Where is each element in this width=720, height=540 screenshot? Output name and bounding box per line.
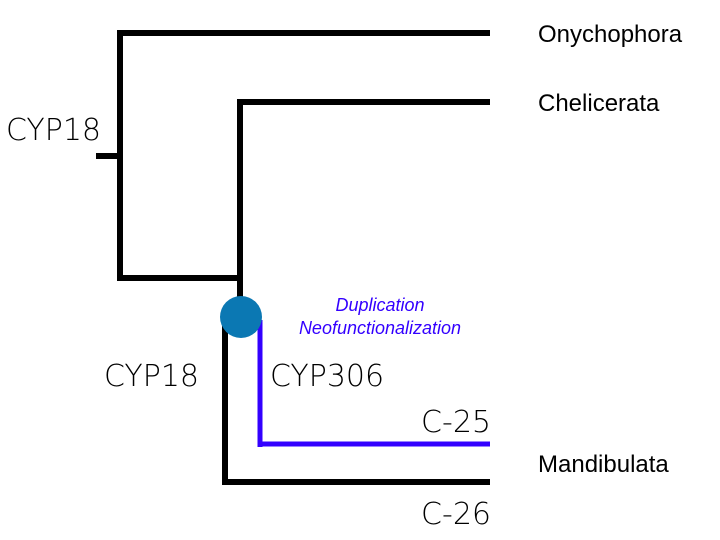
duplication-node: [220, 296, 262, 338]
gene-label-cyp306: CYP306: [270, 359, 384, 394]
gene-label-cyp18: CYP18: [104, 359, 199, 394]
gene-label-root-cyp18: CYP18: [6, 113, 101, 148]
event-label-duplication: Duplication: [335, 295, 424, 315]
event-label-neofunctionalization: Neofunctionalization: [299, 318, 461, 338]
taxon-label-mandibulata: Mandibulata: [538, 451, 669, 478]
gene-label-c25: C-25: [421, 405, 491, 440]
taxon-label-onychophora: Onychophora: [538, 21, 683, 48]
taxon-label-chelicerata: Chelicerata: [538, 90, 660, 117]
gene-label-c26: C-26: [421, 497, 491, 532]
